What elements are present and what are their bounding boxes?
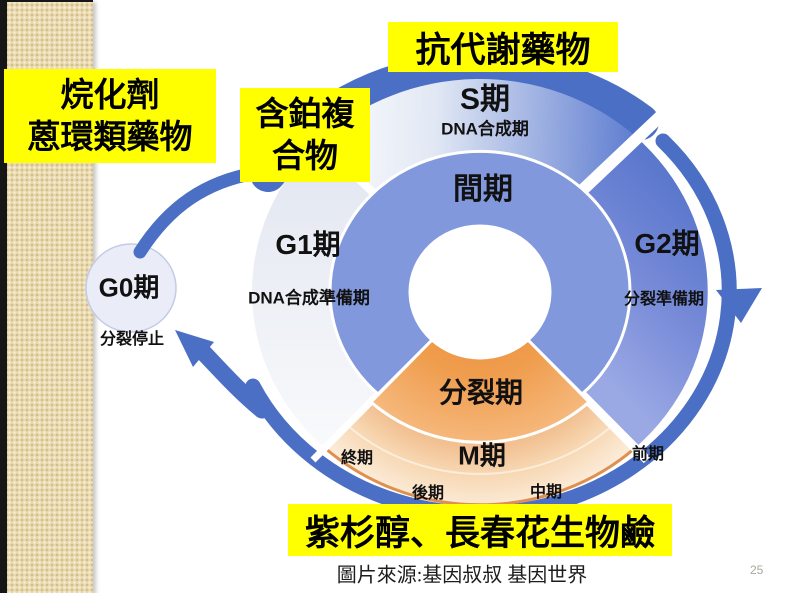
label-alkylating-drugs: 烷化劑 蒽環類藥物	[4, 69, 216, 163]
g2-phase-label: G2期	[634, 228, 700, 259]
image-source-caption: 圖片來源:基因叔叔 基因世界	[336, 564, 588, 587]
anaphase-label: 後期	[411, 485, 445, 502]
g0-reentry-arrow	[133, 165, 269, 259]
s-g2-divider	[568, 87, 691, 204]
g2-phase-sublabel: 分裂準備期	[623, 291, 705, 308]
label-antimetabolite-drugs: 抗代謝藥物	[388, 22, 618, 72]
g0-phase-sublabel: 分裂停止	[99, 331, 165, 348]
platinum-line2: 合物	[272, 137, 338, 174]
s-phase-label: S期	[459, 83, 511, 116]
slide-left-bar	[0, 0, 7, 593]
metaphase-label: 中期	[529, 484, 563, 501]
m-band-mid-arc	[346, 424, 614, 475]
m-phase-band	[325, 402, 635, 505]
slide-top-edge	[0, 0, 93, 2]
alkylating-line2: 蒽環類藥物	[27, 118, 193, 155]
interphase-label: 間期	[453, 173, 513, 206]
mitosis-wedge	[369, 338, 591, 444]
g1-phase-sublabel: DNA合成準備期	[248, 288, 370, 308]
g0-phase-label: G0期	[98, 272, 160, 303]
cycle-to-g0-arrow	[194, 343, 271, 419]
g1-phase-label: G1期	[275, 229, 341, 260]
s-phase-sublabel: DNA合成期	[441, 119, 529, 139]
g0-circle	[85, 243, 177, 333]
interphase-donut	[328, 149, 632, 396]
g0-arrowhead-icon	[175, 330, 214, 367]
cycle-ring-lower-arc	[245, 133, 737, 521]
page-number: 25	[750, 563, 764, 577]
alkylating-line1: 烷化劑	[60, 76, 160, 113]
mitotic-inhibitors-text: 紫杉醇、長春花生物鹼	[304, 513, 655, 553]
m-phase-label: M期	[458, 440, 506, 471]
antimetabolite-text: 抗代謝藥物	[415, 30, 591, 70]
mitosis-wedge-label: 分裂期	[438, 377, 524, 408]
prophase-label: 前期	[631, 446, 665, 463]
label-platinum-compounds: 含鉑複 合物	[240, 88, 370, 182]
ring-arrowhead-icon	[716, 288, 762, 323]
telophase-label: 終期	[340, 450, 374, 467]
label-mitotic-inhibitors: 紫杉醇、長春花生物鹼	[288, 504, 672, 556]
wheel-center-hole	[408, 224, 552, 360]
platinum-line1: 含鉑複	[255, 95, 355, 132]
